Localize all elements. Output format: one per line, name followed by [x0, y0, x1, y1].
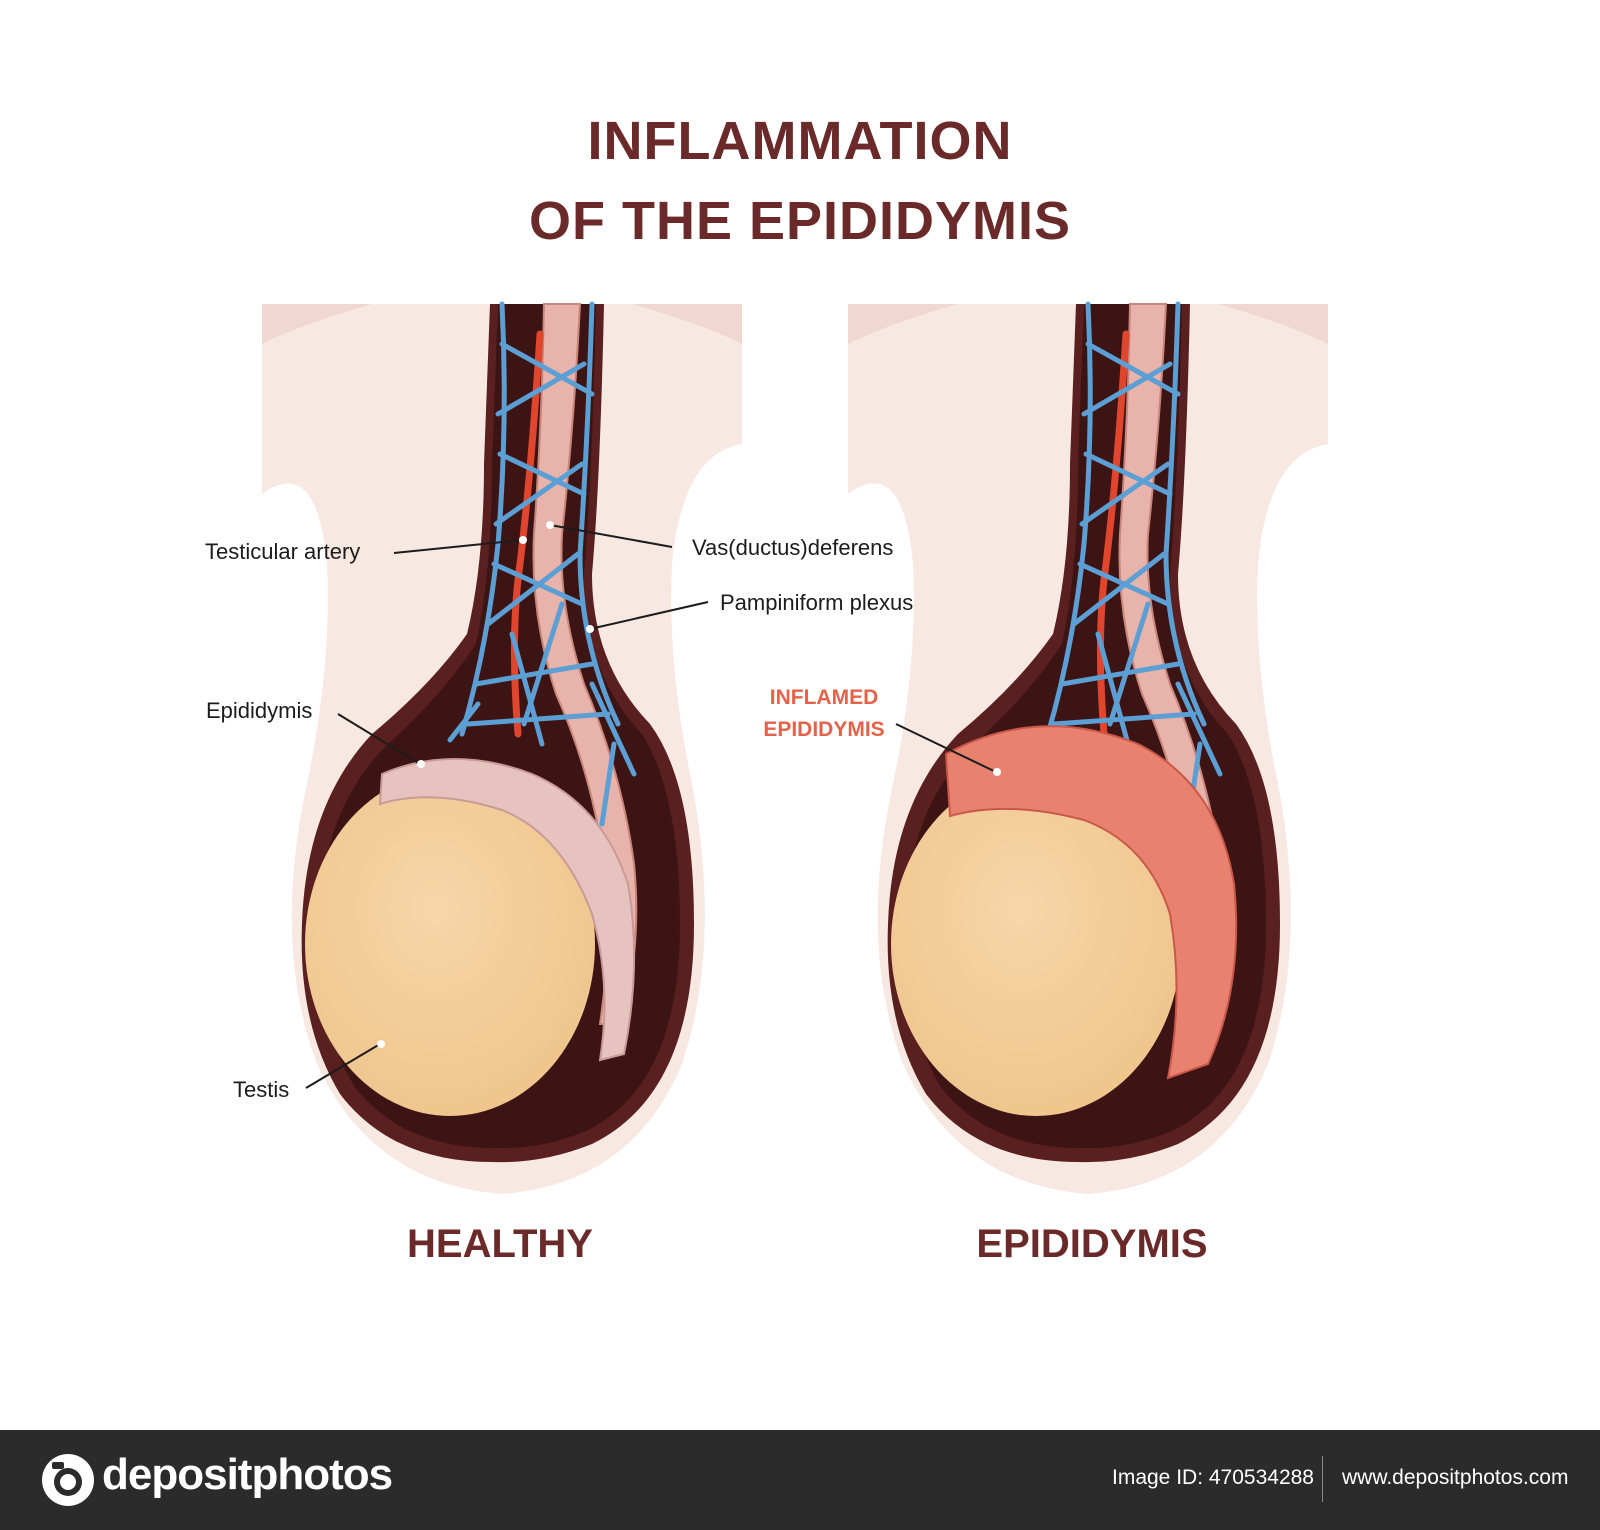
epididymis — [378, 758, 636, 1062]
depositphotos-logo-text: depositphotos — [102, 1450, 393, 1499]
label-leader-lines — [305, 524, 997, 1089]
inflamed-label-line-1: INFLAMED — [769, 686, 879, 709]
testis — [305, 772, 595, 1116]
inflamed-scrotum — [848, 301, 1328, 1194]
diagram-stage: INFLAMMATION OF THE EPIDIDYMIS Testicula… — [205, 111, 1328, 1266]
title-line-2: OF THE EPIDIDYMIS — [528, 191, 1072, 251]
leader-vas-deferens — [549, 524, 673, 548]
leader-pampiniform — [589, 601, 709, 630]
footer-divider — [1322, 1456, 1323, 1502]
footer-bar: depositphotos Image ID: 470534288 www.de… — [0, 1430, 1600, 1530]
leader-epididymis — [337, 713, 421, 765]
pampiniform-plexus — [1045, 301, 1223, 827]
anatomy-illustration — [262, 301, 1328, 1194]
label-inflamed-epididymis: INFLAMED EPIDIDYMIS — [734, 682, 914, 746]
label-epididymis: Epididymis — [206, 698, 313, 723]
title-line-1: INFLAMMATION — [587, 111, 1013, 171]
healthy-scrotum — [262, 301, 742, 1194]
label-anchor-dots — [377, 521, 1001, 1048]
site-url-link[interactable]: www.depositphotos.com — [1342, 1466, 1569, 1489]
caption-epididymis: EPIDIDYMIS — [976, 1222, 1208, 1266]
leader-testis — [305, 1043, 381, 1089]
inflamed-epididymis — [944, 725, 1238, 1080]
label-testicular-artery: Testicular artery — [205, 539, 361, 564]
label-pampiniform-plexus: Pampiniform plexus — [720, 590, 914, 615]
label-vas-deferens: Vas(ductus)deferens — [692, 535, 894, 560]
testis — [891, 772, 1181, 1116]
depositphotos-logo-icon — [42, 1454, 94, 1506]
pampiniform-plexus — [447, 301, 637, 827]
testicular-artery — [510, 330, 544, 738]
leader-inflamed-epididymis — [895, 723, 997, 773]
testicular-artery — [1096, 330, 1130, 738]
leader-testicular-artery — [393, 539, 523, 554]
caption-healthy: HEALTHY — [407, 1222, 593, 1266]
image-id-text: Image ID: 470534288 — [1112, 1466, 1314, 1489]
inflamed-label-line-2: EPIDIDYMIS — [763, 718, 885, 741]
label-testis: Testis — [233, 1077, 290, 1102]
